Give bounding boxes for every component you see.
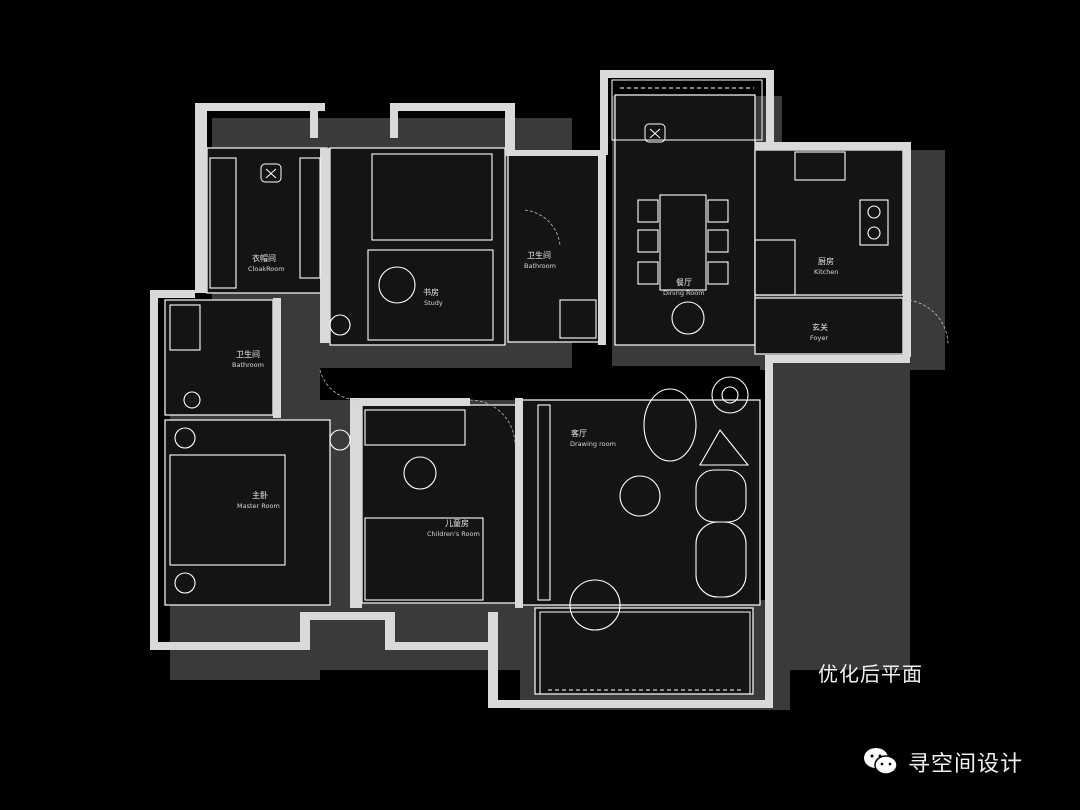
foyer-label-en: Foyer [810, 334, 828, 342]
toilet-mid [329, 314, 351, 336]
study-label-en: Study [424, 299, 443, 307]
furniture [169, 151, 889, 631]
bath-vanity-top [559, 299, 597, 339]
dining-label-cn: 餐厅 [676, 278, 692, 287]
walls [150, 70, 911, 708]
bathroom-top-area [507, 151, 601, 343]
bathroom-top-label-cn: 卫生间 [527, 250, 551, 260]
children-wardrobe [364, 409, 466, 446]
side-table [699, 429, 750, 466]
study-desk [367, 249, 494, 341]
kitchen-counter [794, 151, 846, 181]
study-label-cn: 书房 [423, 287, 439, 297]
watermark-text: 寻空间设计 [908, 752, 1024, 777]
tv-console [537, 404, 551, 601]
study-area [329, 147, 506, 346]
cloakroom-label-cn: 衣帽间 [252, 253, 276, 263]
watermark: 寻空间设计 [862, 744, 1023, 780]
master-label-en: Master Room [237, 502, 280, 510]
study-bed [371, 153, 493, 241]
bathroom-top-label-en: Bathroom [524, 262, 556, 270]
cloakroom-label-en: CloakRoom [248, 265, 285, 273]
drawing-label-en: Drawing room [570, 440, 616, 448]
kitchen-label-en: Kitchen [814, 268, 838, 276]
master-area [164, 419, 331, 606]
kitchen-area [754, 149, 904, 296]
wechat-icon [864, 748, 898, 775]
drawing-label-cn: 客厅 [571, 428, 587, 438]
room-labels: 衣帽间 CloakRoom 书房 Study 卫生间 Bathroom 餐厅 D… [232, 250, 838, 538]
children-chair [403, 456, 437, 490]
toilet-left [183, 391, 201, 409]
children-label-en: Children's Room [427, 530, 480, 538]
floor-lamp [711, 376, 749, 414]
stove [859, 199, 889, 246]
study-chair [378, 266, 416, 304]
master-bed [169, 454, 286, 566]
fan-icons [260, 123, 666, 183]
balcony-bottom [534, 607, 754, 695]
plan-caption: 优化后平面 [818, 662, 923, 686]
kitchen-island [754, 239, 796, 296]
kitchen-label-cn: 厨房 [818, 256, 834, 266]
coffee-table [619, 475, 661, 517]
dining-table [659, 194, 707, 291]
balcony-rails [539, 79, 763, 695]
bath-vanity-left [169, 304, 201, 351]
sofa-seat-2 [695, 521, 747, 598]
dining-area [614, 94, 756, 346]
wardrobe-mid [299, 157, 321, 279]
bathroom-left-label-cn: 卫生间 [236, 349, 260, 359]
foyer-area [754, 297, 904, 355]
drawing-area [519, 399, 761, 606]
accent-chair [569, 579, 621, 631]
children-bed [364, 517, 484, 601]
bathroom-left-label-en: Bathroom [232, 361, 264, 369]
master-label-cn: 主卧 [252, 490, 268, 500]
wardrobe-left [209, 157, 237, 289]
children-label-cn: 儿童房 [445, 518, 469, 528]
dining-label-en: Dining Room [663, 289, 705, 297]
doors [319, 209, 949, 446]
lounge-chair [643, 388, 697, 462]
foyer-label-cn: 玄关 [812, 322, 828, 332]
room-floors [164, 94, 904, 695]
children-area [361, 404, 521, 604]
